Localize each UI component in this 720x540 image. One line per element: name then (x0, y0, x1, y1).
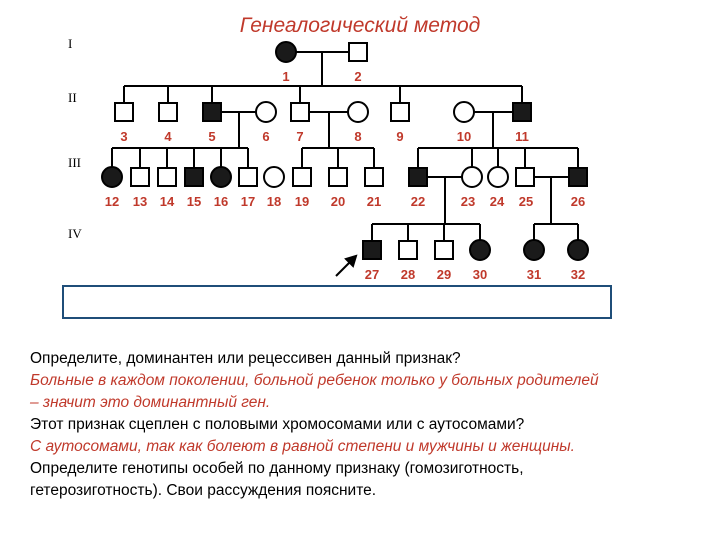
female-affected-symbol-12 (101, 166, 123, 188)
individual-label-5: 5 (208, 129, 215, 144)
male-affected-symbol-27 (362, 240, 382, 260)
individual-label-10: 10 (457, 129, 471, 144)
individual-label-24: 24 (490, 194, 505, 209)
generation-label: I (68, 36, 72, 51)
individual-label-9: 9 (396, 129, 403, 144)
individual-label-15: 15 (187, 194, 201, 209)
female-unaffected-symbol-8 (347, 101, 369, 123)
individual-label-8: 8 (354, 129, 361, 144)
generation-label: II (68, 90, 77, 105)
female-unaffected-symbol-10 (453, 101, 475, 123)
question-3-line-2: гетерозиготность). Свои рассуждения пояс… (30, 482, 377, 499)
answer-2: С аутосомами, так как болеют в равной ст… (30, 438, 575, 455)
individual-label-3: 3 (120, 129, 127, 144)
answer-1-line-1: Больные в каждом поколении, больной ребе… (30, 372, 599, 389)
male-unaffected-symbol-28 (398, 240, 418, 260)
male-affected-symbol-22 (408, 167, 428, 187)
male-unaffected-symbol-17 (238, 167, 258, 187)
female-affected-symbol-30 (469, 239, 491, 261)
pedigree-symbols (101, 41, 589, 261)
individual-label-25: 25 (519, 194, 533, 209)
male-affected-symbol-11 (512, 102, 532, 122)
proband-arrow (335, 254, 358, 277)
male-unaffected-symbol-20 (328, 167, 348, 187)
individual-label-31: 31 (527, 267, 541, 282)
question-3-line-1: Определите генотипы особей по данному пр… (30, 460, 524, 477)
male-unaffected-symbol-19 (292, 167, 312, 187)
individual-label-27: 27 (365, 267, 379, 282)
individual-label-16: 16 (214, 194, 228, 209)
individual-label-2: 2 (354, 69, 361, 84)
individual-label-7: 7 (296, 129, 303, 144)
male-unaffected-symbol-21 (364, 167, 384, 187)
male-unaffected-symbol-14 (157, 167, 177, 187)
male-affected-symbol-26 (568, 167, 588, 187)
female-affected-symbol-32 (567, 239, 589, 261)
answer-box[interactable] (62, 285, 612, 319)
male-affected-symbol-5 (202, 102, 222, 122)
individual-label-22: 22 (411, 194, 425, 209)
individual-label-11: 11 (515, 129, 529, 144)
male-unaffected-symbol-2 (348, 42, 368, 62)
male-unaffected-symbol-4 (158, 102, 178, 122)
male-unaffected-symbol-13 (130, 167, 150, 187)
individual-label-6: 6 (262, 129, 269, 144)
female-unaffected-symbol-18 (263, 166, 285, 188)
male-unaffected-symbol-3 (114, 102, 134, 122)
question-2: Этот признак сцеплен с половыми хромосом… (30, 416, 525, 433)
male-unaffected-symbol-29 (434, 240, 454, 260)
individual-label-13: 13 (133, 194, 147, 209)
individual-label-26: 26 (571, 194, 585, 209)
answer-1-line-2: – значит это доминантный ген. (30, 394, 271, 411)
generation-label: IV (68, 226, 82, 241)
female-unaffected-symbol-23 (461, 166, 483, 188)
female-unaffected-symbol-6 (255, 101, 277, 123)
individual-label-1: 1 (282, 69, 289, 84)
female-affected-symbol-31 (523, 239, 545, 261)
individual-label-29: 29 (437, 267, 451, 282)
male-affected-symbol-15 (184, 167, 204, 187)
individual-label-23: 23 (461, 194, 475, 209)
male-unaffected-symbol-9 (390, 102, 410, 122)
female-affected-symbol-1 (275, 41, 297, 63)
question-1: Определите, доминантен или рецессивен да… (30, 350, 461, 367)
individual-label-21: 21 (367, 194, 381, 209)
individual-label-19: 19 (295, 194, 309, 209)
generation-label: III (68, 155, 81, 170)
individual-label-20: 20 (331, 194, 345, 209)
individual-label-28: 28 (401, 267, 415, 282)
individual-label-14: 14 (160, 194, 175, 209)
individual-label-17: 17 (241, 194, 255, 209)
pedigree-lines (111, 51, 579, 240)
individual-label-4: 4 (164, 129, 172, 144)
individual-label-12: 12 (105, 194, 119, 209)
female-affected-symbol-16 (210, 166, 232, 188)
individual-label-18: 18 (267, 194, 281, 209)
questions-block: Определите, доминантен или рецессивен да… (30, 348, 710, 502)
female-unaffected-symbol-24 (487, 166, 509, 188)
individual-label-32: 32 (571, 267, 585, 282)
page-title: Генеалогический метод (239, 14, 481, 37)
male-unaffected-symbol-7 (290, 102, 310, 122)
male-unaffected-symbol-25 (515, 167, 535, 187)
individual-label-30: 30 (473, 267, 487, 282)
